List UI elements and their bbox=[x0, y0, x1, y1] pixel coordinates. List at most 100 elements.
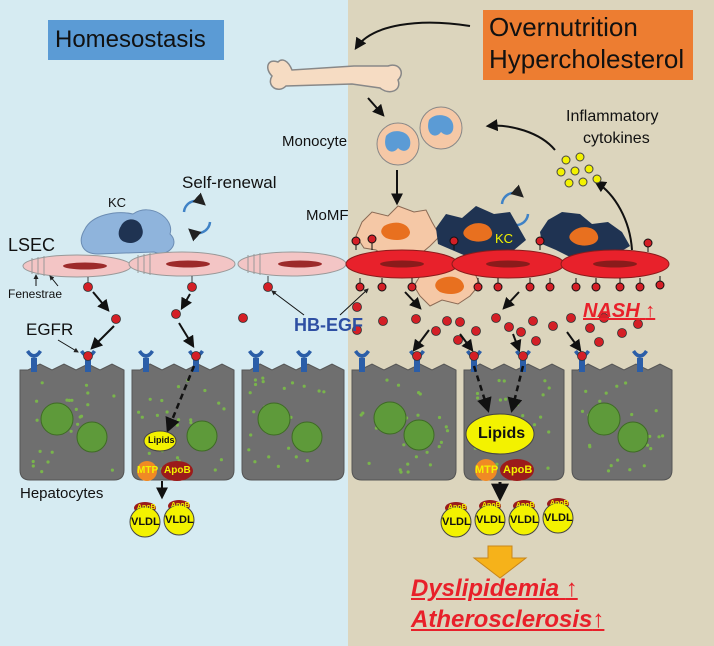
egfr-receptor bbox=[26, 350, 42, 372]
hepatocyte-speckle bbox=[40, 381, 44, 385]
vldl-label-3: VLDL bbox=[442, 516, 471, 528]
hb-egf-label: HB-EGF bbox=[294, 315, 363, 335]
hepatocytes-label: Hepatocytes bbox=[20, 485, 104, 502]
hepatocyte-speckle bbox=[79, 414, 84, 418]
hepatocyte-speckle bbox=[498, 398, 502, 402]
hepatocyte-speckle bbox=[253, 460, 257, 464]
left-signal-arrows bbox=[90, 291, 195, 350]
hepatocyte-speckle bbox=[521, 414, 525, 418]
hepatocyte-speckle bbox=[588, 443, 592, 447]
hepatocyte-speckle bbox=[645, 443, 650, 447]
hepatocyte-speckle bbox=[222, 407, 226, 411]
hepatocyte-speckle bbox=[546, 466, 550, 470]
hepatocyte-speckle bbox=[543, 379, 547, 383]
hepatocyte-speckle bbox=[86, 391, 90, 395]
hb-egf-ligands-right-membrane bbox=[351, 234, 665, 292]
hepatocyte-speckle bbox=[67, 398, 71, 402]
vldl-label-6-apob: ApoB bbox=[550, 500, 569, 507]
fenestrae-label: Fenestrae bbox=[8, 287, 63, 301]
hepatocyte-speckle bbox=[302, 384, 306, 388]
hepatocyte-speckle bbox=[50, 450, 54, 454]
mtp-right bbox=[475, 459, 497, 481]
egfr-receptor bbox=[632, 350, 648, 372]
hepatocyte-speckle bbox=[317, 389, 321, 393]
hb-egf-ligands-right-free bbox=[352, 302, 643, 347]
hepatocyte-speckle bbox=[428, 463, 432, 467]
hepatocyte-speckle bbox=[445, 429, 450, 433]
hepatocyte-speckle bbox=[367, 461, 371, 465]
apob-right bbox=[500, 459, 534, 481]
hbegf-pointer-left bbox=[271, 290, 305, 316]
vldl-particle bbox=[163, 500, 195, 536]
hepatocyte-speckle bbox=[276, 464, 280, 468]
hepatocyte-speckle bbox=[155, 413, 159, 417]
kupffer-cell-right-2 bbox=[540, 212, 630, 258]
hepatocyte-speckle bbox=[137, 410, 141, 414]
dashed-arrows-to-lipids bbox=[165, 365, 525, 433]
hepatocyte-speckle bbox=[399, 470, 403, 474]
hepatocyte-speckle bbox=[497, 379, 501, 383]
hepatocyte-speckle bbox=[219, 458, 223, 462]
hepatocyte-speckle bbox=[402, 443, 406, 447]
hepatocyte-speckle bbox=[110, 468, 114, 472]
hepatocyte-speckle bbox=[252, 410, 256, 414]
hypercholesterol-title: Hypercholesterol bbox=[489, 44, 685, 74]
hepatocyte-speckle bbox=[267, 455, 271, 459]
vldl-label-3-apob: ApoB bbox=[448, 504, 467, 511]
vldl-particles bbox=[129, 498, 574, 538]
cytokine-dots bbox=[556, 152, 602, 188]
lsec-cell-2 bbox=[128, 251, 236, 277]
egfr-receptor bbox=[354, 350, 370, 372]
lsec-cell-1 bbox=[22, 254, 132, 278]
hepatocyte-speckle bbox=[322, 390, 326, 394]
hepatocyte-speckle bbox=[76, 422, 80, 426]
hepatocyte-speckle bbox=[46, 460, 50, 464]
overnutrition-title: Overnutrition bbox=[489, 12, 638, 42]
dyslipidemia-text: Dyslipidemia bbox=[411, 575, 560, 602]
egfr-receptor bbox=[248, 350, 264, 372]
egfr-pointer bbox=[57, 339, 79, 353]
hepatocyte-speckle bbox=[547, 386, 551, 390]
hepatocyte-speckle bbox=[189, 418, 193, 422]
apob-left-label: ApoB bbox=[164, 465, 191, 476]
hepatocyte-speckle bbox=[86, 403, 90, 407]
vldl-particle bbox=[129, 502, 161, 538]
fenestrae-pointer-2 bbox=[49, 275, 59, 287]
hepatocyte-speckle bbox=[290, 381, 295, 385]
homeostasis-background bbox=[0, 0, 348, 646]
hepatocyte-speckle bbox=[495, 462, 499, 466]
hepatocyte-speckle bbox=[418, 392, 422, 396]
hepatocyte-speckle bbox=[547, 430, 551, 434]
hepatocyte-speckle bbox=[580, 409, 585, 413]
egfr-label: EGFR bbox=[26, 320, 74, 339]
hepatocyte-speckle bbox=[406, 470, 410, 474]
lsec-red-cell-1 bbox=[345, 249, 459, 279]
hepatocyte-speckle bbox=[176, 385, 181, 389]
lipid-droplet-small bbox=[143, 430, 177, 452]
hepatocyte-speckle bbox=[140, 415, 144, 419]
hepatocyte-speckle bbox=[416, 413, 420, 417]
dyslipidemia-up-arrow: ↑ bbox=[565, 575, 578, 602]
hepatocyte-speckle bbox=[248, 391, 252, 395]
monocyte-label: Monocyte bbox=[282, 133, 348, 150]
hepatocyte-speckle bbox=[654, 409, 658, 413]
hepatocyte-speckle bbox=[112, 394, 116, 398]
hepatocyte-nuclei bbox=[40, 401, 649, 453]
hb-egf-ligands-left bbox=[83, 276, 273, 324]
hepatocyte-speckle bbox=[584, 389, 588, 393]
hepatocyte-speckle bbox=[282, 386, 286, 390]
hepatocyte-speckle bbox=[630, 412, 634, 417]
hepatocyte-speckle bbox=[359, 413, 363, 417]
hepatocyte-speckle bbox=[247, 448, 251, 452]
hepatocyte-speckle bbox=[598, 399, 602, 403]
hepatocyte-speckle bbox=[648, 434, 652, 438]
vldl-particle bbox=[508, 500, 540, 536]
monocyte-cell-2 bbox=[419, 106, 463, 150]
hepatocyte-speckle bbox=[439, 440, 443, 444]
hepatocyte-speckle bbox=[38, 449, 42, 453]
kupffer-cell-right-1 bbox=[436, 206, 526, 256]
vldl-label-6: VLDL bbox=[544, 512, 573, 524]
atherosclerosis-text: Atherosclerosis bbox=[411, 606, 593, 633]
hepatocyte-speckle bbox=[213, 468, 217, 472]
